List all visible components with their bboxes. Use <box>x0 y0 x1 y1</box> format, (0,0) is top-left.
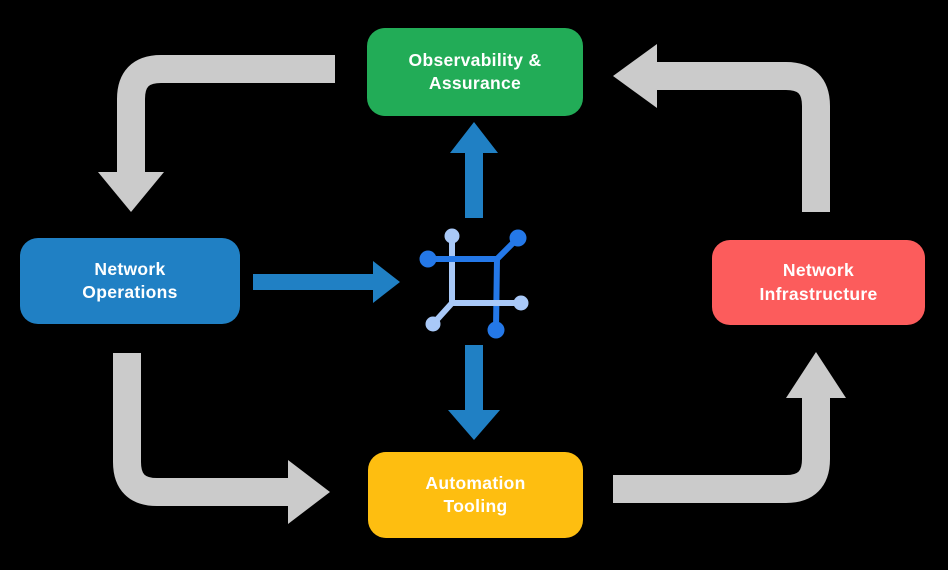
cycle-arrow-shaft <box>113 353 290 506</box>
node-label-line2: Operations <box>82 282 178 302</box>
flow-arrow-operations-to-center <box>253 261 400 303</box>
node-label: Automation Tooling <box>368 472 583 518</box>
node-label-line2: Tooling <box>443 496 508 516</box>
cycle-arrow-operations-to-automation <box>113 353 330 524</box>
cycle-arrow-shaft <box>655 62 830 212</box>
node-label-line1: Automation <box>425 472 526 493</box>
cycle-arrow-automation-to-infrastructure <box>613 352 846 503</box>
node-label: Network Operations <box>20 258 240 304</box>
node-label-line1: Network <box>782 260 855 281</box>
node-network-operations: Network Operations <box>20 238 240 324</box>
flow-arrowhead-right-icon <box>373 261 400 303</box>
cycle-arrowhead-right-icon <box>288 460 330 524</box>
cycle-arrowhead-down-icon <box>98 172 164 212</box>
node-automation-tooling: Automation Tooling <box>368 452 583 538</box>
icon-node-light-top <box>444 228 460 244</box>
icon-line-dark-vertical <box>493 256 500 331</box>
cycle-arrow-shaft <box>117 55 335 174</box>
icon-node-dark-left <box>419 250 437 268</box>
node-observability-assurance: Observability & Assurance <box>367 28 583 116</box>
node-network-infrastructure: Network Infrastructure <box>712 240 925 325</box>
icon-node-dark-bottom <box>487 321 505 339</box>
cycle-arrow-infrastructure-to-observability <box>613 44 830 212</box>
network-automation-icon <box>419 228 529 339</box>
flow-arrowhead-up-icon <box>450 122 498 153</box>
cycle-arrowhead-up-icon <box>786 352 846 398</box>
cycle-arrowhead-left-icon <box>613 44 657 108</box>
icon-node-light-right <box>513 295 529 311</box>
icon-node-dark-top-right <box>509 229 527 247</box>
node-label: Observability & Assurance <box>367 49 583 95</box>
node-label-line2: Infrastructure <box>759 283 878 304</box>
cycle-arrow-shaft <box>613 396 830 503</box>
flow-arrow-center-to-automation <box>448 345 500 440</box>
flow-arrow-center-to-observability <box>450 122 498 218</box>
cycle-arrow-observability-to-operations <box>98 55 335 212</box>
node-label-line1: Network <box>94 258 166 279</box>
node-label: Network Infrastructure <box>712 259 925 305</box>
icon-node-light-bottom-left <box>425 316 441 332</box>
node-label-line1: Observability & <box>408 49 542 70</box>
node-label-line2: Assurance <box>428 73 522 93</box>
flow-arrowhead-down-icon <box>448 410 500 440</box>
